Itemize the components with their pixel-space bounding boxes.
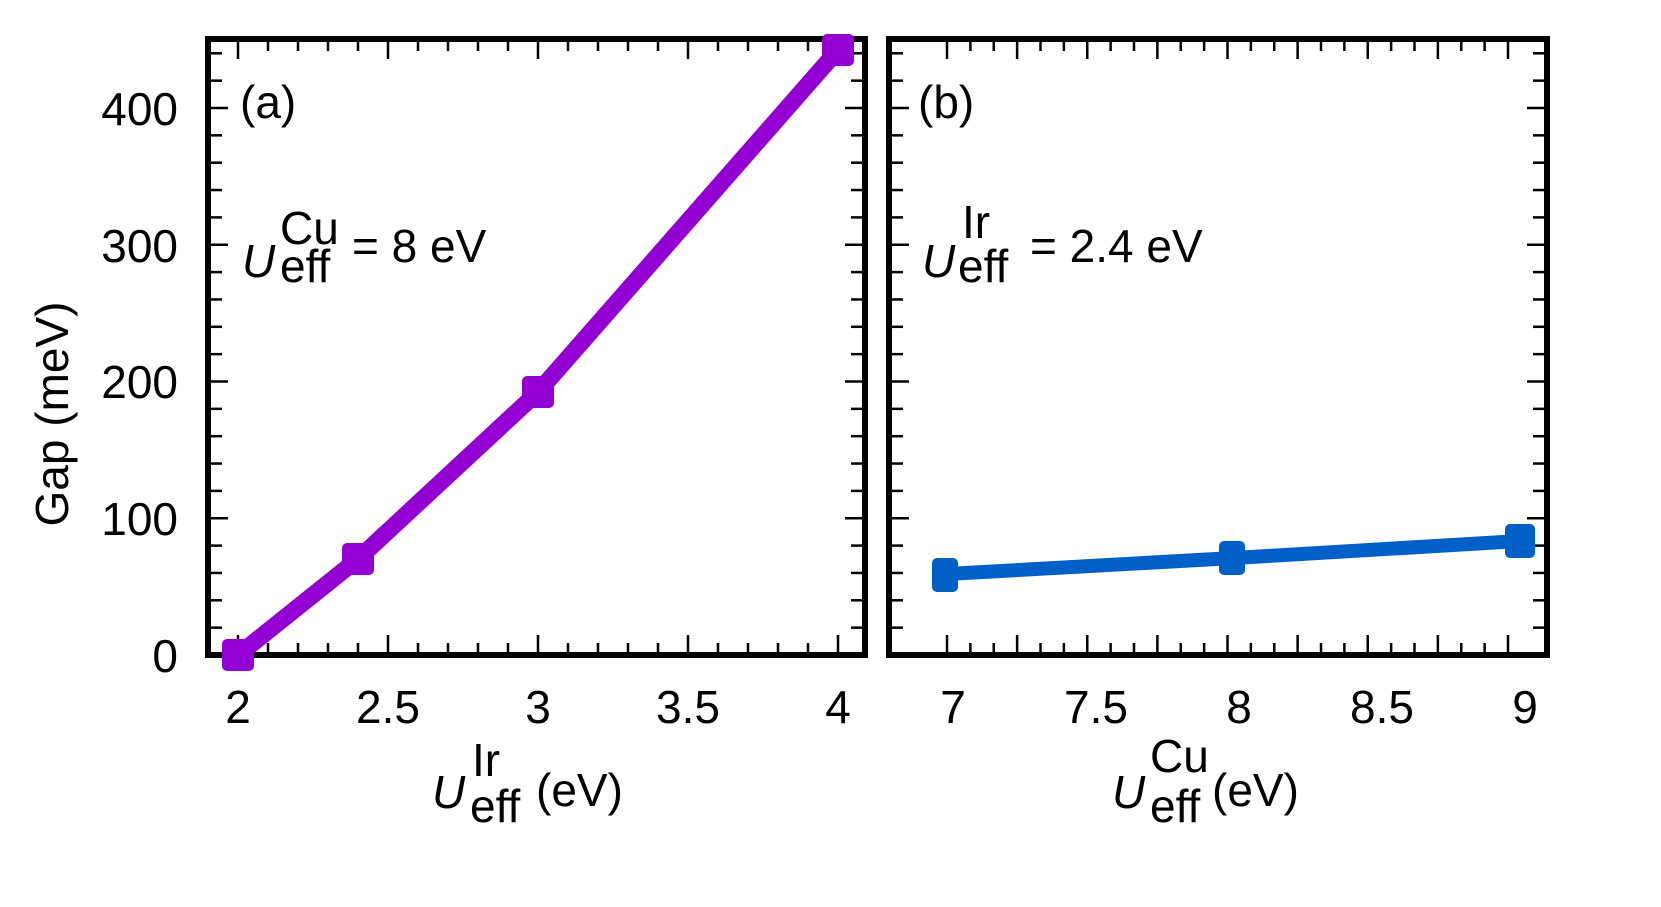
panel-b-ticks [889,39,1547,655]
x-tick-label: 2.5 [356,681,420,733]
panel-b-x-tick-labels: 7 7.5 8 8.5 9 [940,681,1538,733]
xlabel-unit: (eV) [1212,764,1299,816]
xlabel-superscript: Cu [1150,730,1209,782]
data-marker-square [932,558,958,592]
annotation-superscript: Cu [280,202,339,254]
panel-a: (a) U Cu eff = 8 eV 2 2.5 3 3.5 4 U Ir e… [205,34,868,832]
data-marker-square [522,376,554,408]
x-tick-label: 7 [940,681,966,733]
xlabel-symbol: U [1112,766,1146,818]
y-tick-label: 400 [101,83,178,135]
y-tick-label: 100 [101,493,178,545]
panel-b-frame [886,36,1550,658]
annotation-superscript: Ir [962,196,990,248]
annotation-symbol: U [922,235,956,287]
data-marker-square [822,34,854,66]
panel-a-frame [205,36,868,658]
xlabel-subscript: eff [1150,780,1201,832]
panel-a-x-axis-label: U Ir eff (eV) [432,734,623,832]
xlabel-subscript: eff [470,780,521,832]
x-tick-label: 8 [1226,681,1252,733]
data-marker-square [342,543,374,575]
panel-b-x-axis-label: U Cu eff (eV) [1112,730,1299,832]
y-tick-label: 300 [101,220,178,272]
x-tick-label: 3.5 [656,681,720,733]
y-tick-label: 0 [152,630,178,682]
y-tick-labels: 0 100 200 300 400 [101,83,178,682]
annotation-symbol: U [242,235,276,287]
x-tick-label: 7.5 [1064,681,1128,733]
panel-b-label: (b) [918,76,974,128]
annotation-value: = 8 eV [352,220,487,272]
panel-a-x-tick-labels: 2 2.5 3 3.5 4 [225,681,851,733]
panel-b: (b) U Ir eff = 2.4 eV 7 7.5 8 8.5 9 U Cu… [886,36,1550,832]
panel-a-annotation: U Cu eff = 8 eV [242,202,487,292]
annotation-subscript: eff [280,240,331,292]
y-axis-label: Gap (meV) [26,302,78,527]
x-tick-label: 9 [1512,681,1538,733]
x-tick-label: 2 [225,681,251,733]
xlabel-superscript: Ir [472,734,500,786]
xlabel-unit: (eV) [536,764,623,816]
data-marker-square [222,639,254,671]
x-tick-label: 8.5 [1350,681,1414,733]
panel-b-series [932,524,1535,592]
y-tick-label: 200 [101,356,178,408]
data-marker-square [1219,541,1245,575]
data-marker-square [1505,524,1535,558]
panel-b-annotation: U Ir eff = 2.4 eV [922,196,1203,292]
annotation-subscript: eff [958,240,1009,292]
x-tick-label: 4 [825,681,851,733]
panel-a-label: (a) [240,76,296,128]
panel-a-line [232,44,845,662]
annotation-value: = 2.4 eV [1030,220,1203,272]
xlabel-symbol: U [432,766,466,818]
panel-a-series [222,34,854,671]
x-tick-label: 3 [525,681,551,733]
